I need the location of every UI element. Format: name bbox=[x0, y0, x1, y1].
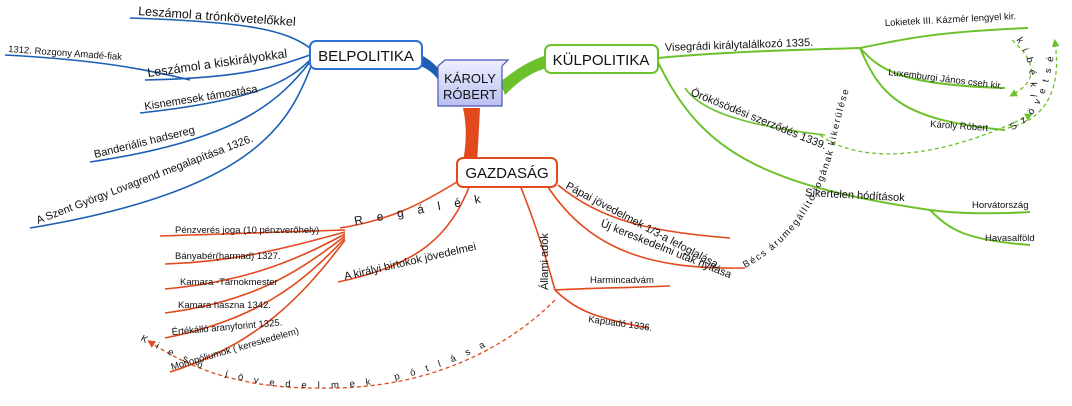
gazdasag-adok-harmincadvam: Harmincadvám bbox=[590, 275, 654, 286]
gazdasag-adok-kapuado: Kapuadó 1336. bbox=[588, 314, 653, 334]
kulpolitika-visegrad: Visegrádi királytalálkozó 1335. bbox=[665, 37, 814, 54]
gazdasag-node[interactable] bbox=[456, 157, 558, 188]
gazdasag-regale-kamara: Kamara -Tárnokmester bbox=[180, 277, 278, 288]
gazdasag-title: GAZDASÁG bbox=[465, 165, 548, 182]
branch-gazdasag bbox=[463, 108, 480, 162]
gazdasag-kiralyi-birtokok: A királyi birtokok jövedelmei bbox=[343, 241, 477, 283]
center-node[interactable]: KÁROLY RÓBERT bbox=[437, 59, 510, 107]
belpolitika-node[interactable] bbox=[309, 40, 423, 70]
kulpolitika-dashed-links bbox=[819, 38, 1060, 155]
belpolitika-item-tronkovetelok: Leszámol a trónkövetelőkkel bbox=[138, 4, 296, 29]
center-title-line1: KÁROLY bbox=[444, 71, 496, 86]
kulpolitika-title: KÜLPOLITIKA bbox=[553, 51, 650, 69]
gazdasag-branches bbox=[159, 179, 746, 373]
kulpolitika-king-luxemburgi: Luxemburgi János cseh kir. bbox=[888, 67, 1004, 92]
kulpolitika-target-horvatorszag: Horvátország bbox=[972, 200, 1029, 211]
belpolitika-item-kisnemesek: Kisnemesek támoatása bbox=[144, 83, 260, 113]
kulpolitika-sikertelen: Sikertelen hódítások bbox=[805, 187, 906, 204]
gazdasag-regale: Regálék bbox=[353, 190, 495, 228]
gazdasag-dashed-link bbox=[147, 299, 556, 389]
belpolitika-item-rozgony: 1312. Rozgony Amadé-fiak bbox=[8, 44, 123, 63]
belpolitika-branches bbox=[4, 17, 313, 229]
center-title-line2: RÓBERT bbox=[443, 87, 497, 102]
gazdasag-regale-banyaber: Bányabér(harmad) 1327. bbox=[175, 251, 281, 262]
kulpolitika-king-karoly: Károly Róbert bbox=[930, 119, 989, 134]
kulpolitika-target-havasalfold: Havasalföld bbox=[985, 233, 1035, 244]
belpolitika-item-kiskiralyok: Leszámol a kiskirályokkal bbox=[146, 46, 288, 79]
belpolitika-title: BELPOLITIKA bbox=[318, 48, 414, 65]
branch-kulpolitika bbox=[500, 55, 547, 95]
gazdasag-kieso: Kieső jövedelmek pótlása bbox=[139, 333, 497, 391]
gazdasag-regale-penzveres: Pénzverés joga (10 pénzverőhely) bbox=[175, 225, 319, 236]
kulpolitika-king-lokietek: Lokietek III. Kázmér lengyel kir. bbox=[885, 11, 1017, 29]
kulpolitika-branches bbox=[657, 27, 1031, 246]
gazdasag-regale-kamara-haszna: Kamara haszna 1342. bbox=[178, 300, 271, 311]
kulpolitika-orokosodesi: Örökösödési szerződés 1339. bbox=[689, 87, 828, 153]
kulpolitika-node[interactable] bbox=[544, 44, 659, 74]
gazdasag-allami-adok: Állami adók bbox=[538, 233, 551, 290]
